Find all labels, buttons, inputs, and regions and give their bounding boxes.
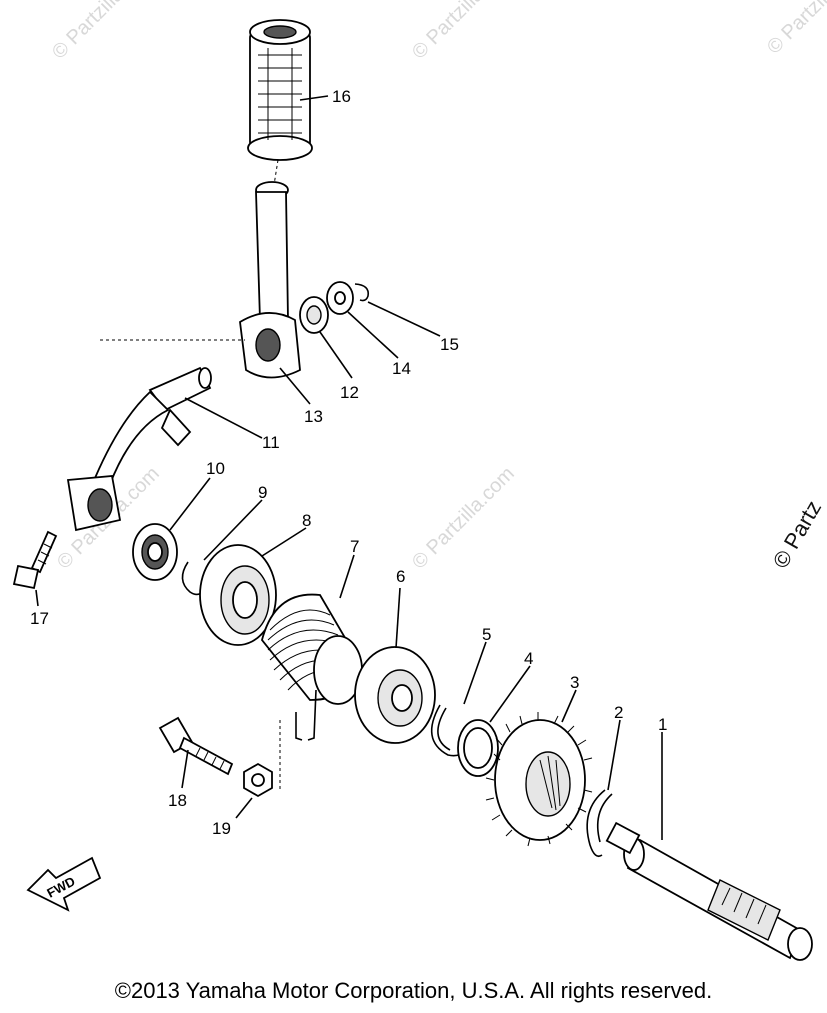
watermark-top-right: © Partzilla.com <box>763 0 827 59</box>
callout-9: 9 <box>258 483 267 502</box>
part-4-washer <box>457 719 499 777</box>
callout-14: 14 <box>392 359 411 378</box>
part-14-washer <box>326 281 354 315</box>
callout-4: 4 <box>524 649 533 668</box>
part-12-oil-seal <box>299 296 329 334</box>
part-13-kick-crank <box>239 181 301 379</box>
callout-1: 1 <box>658 715 667 734</box>
watermark-top-center: © Partzilla.com <box>408 0 519 64</box>
callout-5: 5 <box>482 625 491 644</box>
callout-15: 15 <box>440 335 459 354</box>
part-15-clip <box>354 283 370 302</box>
part-2-circlip <box>586 789 613 858</box>
copyright-notice: ©2013 Yamaha Motor Corporation, U.S.A. A… <box>114 978 713 1003</box>
callout-8: 8 <box>302 511 311 530</box>
callout-11: 11 <box>262 433 280 452</box>
fwd-arrow: FWD <box>26 856 102 912</box>
watermark-side-right: © Partz <box>768 496 826 572</box>
part-18-bolt <box>158 716 234 776</box>
callout-labels: 1 2 3 4 5 6 7 8 9 10 11 12 13 14 15 16 1… <box>30 87 667 838</box>
part-17-bolt <box>12 530 58 590</box>
callout-16: 16 <box>332 87 351 106</box>
callout-2: 2 <box>614 703 623 722</box>
callout-18: 18 <box>168 791 187 810</box>
part-11-kick-arm <box>66 366 212 532</box>
part-3-kick-gear <box>485 712 593 847</box>
callout-3: 3 <box>570 673 579 692</box>
watermark-layer: © Partzilla.com © Partzilla.com © Partzi… <box>48 0 827 574</box>
leader-lines <box>35 95 663 840</box>
part-7-kick-spring <box>261 593 363 741</box>
callout-12: 12 <box>340 383 359 402</box>
callout-7: 7 <box>350 537 359 556</box>
watermark-mid-center: © Partzilla.com <box>408 463 519 574</box>
watermark-top-left: © Partzilla.com <box>48 0 159 64</box>
part-8-spring-guide <box>199 544 277 646</box>
callout-6: 6 <box>396 567 405 586</box>
part-6-spring-stopper <box>354 646 436 744</box>
callout-17: 17 <box>30 609 49 628</box>
part-10-bearing <box>132 523 178 581</box>
callout-19: 19 <box>212 819 231 838</box>
part-16-grip <box>247 19 313 161</box>
callout-10: 10 <box>206 459 225 478</box>
part-1-kick-axle <box>605 821 813 961</box>
part-19-nut <box>243 762 273 798</box>
callout-13: 13 <box>304 407 323 426</box>
